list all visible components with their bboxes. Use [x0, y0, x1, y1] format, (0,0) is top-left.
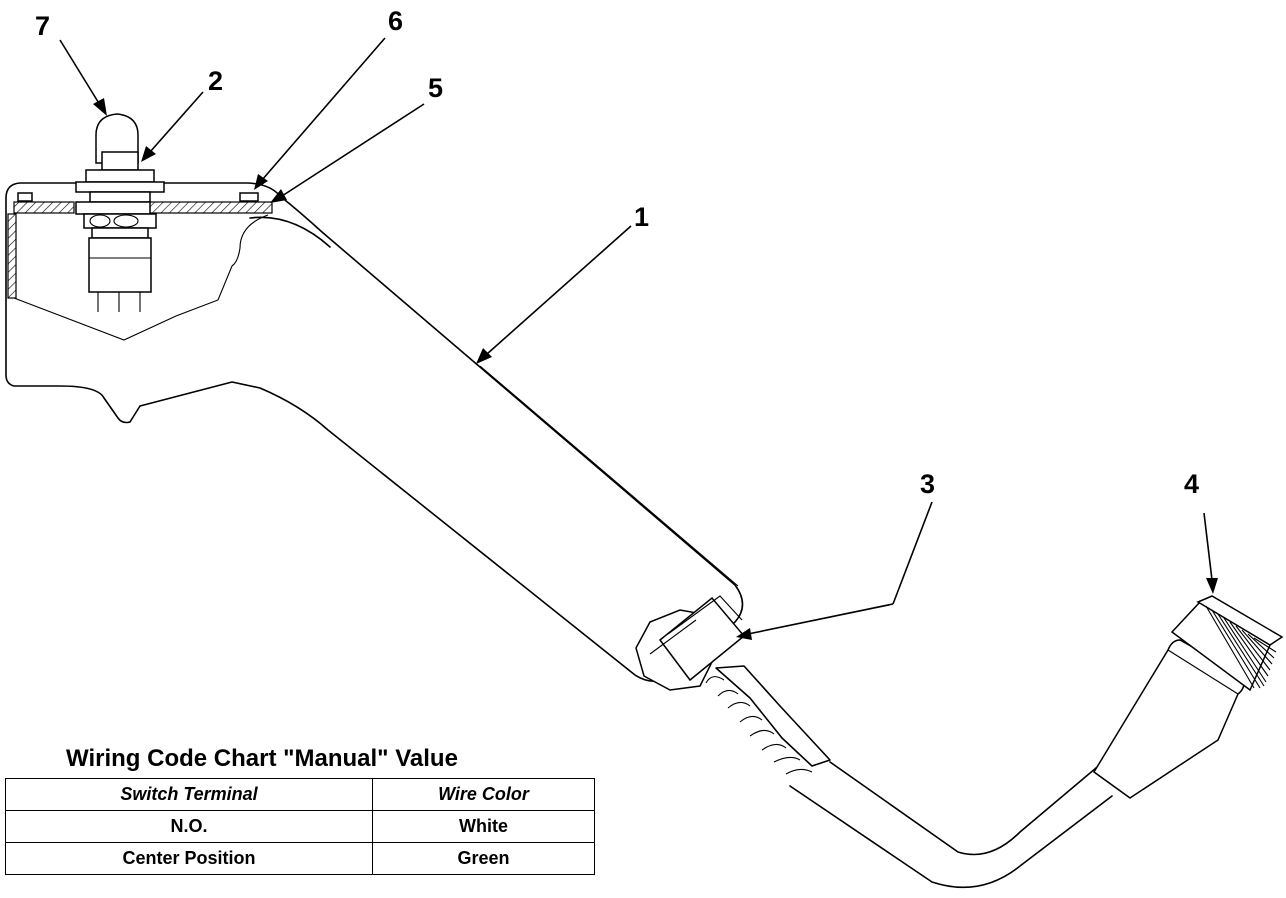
pushbutton-switch	[75, 113, 165, 312]
column-header-wire-color: Wire Color	[372, 778, 595, 811]
table-row: Center Position Green	[5, 842, 595, 875]
callout-4: 4	[1184, 469, 1199, 499]
leader-lines	[59, 37, 1218, 640]
callout-7: 7	[35, 11, 50, 41]
table-cell-terminal: Center Position	[5, 842, 373, 875]
table-header-row: Switch Terminal Wire Color	[5, 778, 595, 811]
handle-body	[5, 182, 744, 683]
callout-2: 2	[208, 66, 223, 96]
callout-5: 5	[428, 73, 443, 103]
column-header-switch-terminal: Switch Terminal	[5, 778, 373, 811]
wiring-chart-title: Wiring Code Chart "Manual" Value	[66, 745, 458, 772]
callout-6: 6	[388, 6, 403, 36]
strain-relief-spring	[705, 665, 831, 775]
table-cell-color: White	[372, 810, 595, 843]
cable-gland	[635, 595, 746, 691]
callout-1: 1	[634, 202, 649, 232]
callout-3: 3	[920, 469, 935, 499]
table-row: N.O. White	[5, 810, 595, 843]
cable	[789, 735, 1135, 889]
wiring-code-table: Switch Terminal Wire Color N.O. White Ce…	[5, 778, 595, 875]
table-cell-color: Green	[372, 842, 595, 875]
table-cell-terminal: N.O.	[5, 810, 373, 843]
connector	[1092, 595, 1284, 799]
cover-plate	[7, 192, 273, 299]
